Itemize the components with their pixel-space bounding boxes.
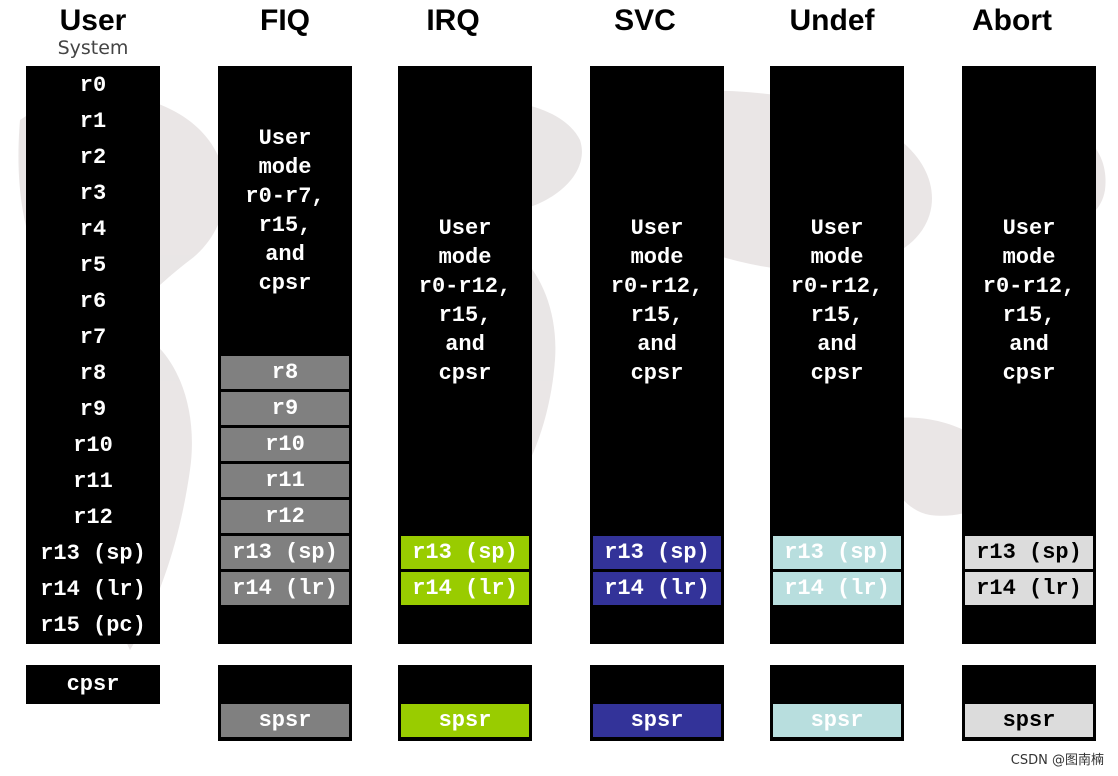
mode-title-user: User <box>59 4 127 37</box>
register-bank-abort: User mode r0-r12, r15, and cpsr r13 (sp)… <box>962 66 1096 644</box>
spsr-register-fiq: spsr <box>221 704 349 737</box>
banked-register-r9-fiq: r9 <box>221 392 349 425</box>
register-r3: r3 <box>79 181 107 206</box>
register-r11: r11 <box>73 469 113 494</box>
register-bank-undef: User mode r0-r12, r15, and cpsr r13 (sp)… <box>770 66 904 644</box>
spsr-register-svc: spsr <box>593 704 721 737</box>
banked-register-r13-sp-fiq: r13 (sp) <box>221 536 349 569</box>
spsr-box-irq: spsr <box>398 665 532 741</box>
banked-register-r13-sp-svc: r13 (sp) <box>593 536 721 569</box>
register-r7: r7 <box>79 325 107 350</box>
spsr-box-svc: spsr <box>590 665 724 741</box>
banked-register-r14-lr-undef: r14 (lr) <box>773 572 901 605</box>
register-bank-svc: User mode r0-r12, r15, and cpsr r13 (sp)… <box>590 66 724 644</box>
register-r4: r4 <box>79 217 107 242</box>
banked-register-r14-lr-fiq: r14 (lr) <box>221 572 349 605</box>
spsr-register-abort: spsr <box>965 704 1093 737</box>
banked-register-r12-fiq: r12 <box>221 500 349 533</box>
banked-register-r14-lr-abort: r14 (lr) <box>965 572 1093 605</box>
register-r10: r10 <box>73 433 113 458</box>
banked-register-r13-sp-undef: r13 (sp) <box>773 536 901 569</box>
spsr-box-fiq: spsr <box>218 665 352 741</box>
register-r1: r1 <box>79 109 107 134</box>
watermark: CSDN @图南楠 <box>1010 753 1104 768</box>
shared-registers-note-irq: User mode r0-r12, r15, and cpsr <box>418 216 512 386</box>
mode-title-abort: Abort <box>972 4 1052 37</box>
cpsr-box-user: cpsr <box>26 665 160 704</box>
banked-register-r10-fiq: r10 <box>221 428 349 461</box>
register-r5: r5 <box>79 253 107 278</box>
mode-title-svc: SVC <box>614 4 676 37</box>
mode-title-irq: IRQ <box>426 4 480 37</box>
banked-register-r11-fiq: r11 <box>221 464 349 497</box>
shared-registers-note-svc: User mode r0-r12, r15, and cpsr <box>610 216 704 386</box>
shared-registers-note-abort: User mode r0-r12, r15, and cpsr <box>982 216 1076 386</box>
spsr-box-abort: spsr <box>962 665 1096 741</box>
banked-register-r8-fiq: r8 <box>221 356 349 389</box>
shared-registers-note-fiq: User mode r0-r7, r15, and cpsr <box>245 126 325 296</box>
register-r8: r8 <box>79 361 107 386</box>
banked-register-r14-lr-svc: r14 (lr) <box>593 572 721 605</box>
register-bank-user: r0 r1 r2 r3 r4 r5 r6 r7 r8 r9 r10 r11 r1… <box>26 66 160 644</box>
register-r13-sp: r13 (sp) <box>40 541 146 566</box>
register-r15-pc: r15 (pc) <box>40 613 146 638</box>
banked-register-r13-sp-abort: r13 (sp) <box>965 536 1093 569</box>
mode-title-undef: Undef <box>789 4 875 37</box>
spsr-register-undef: spsr <box>773 704 901 737</box>
spsr-box-undef: spsr <box>770 665 904 741</box>
banked-register-r13-sp-irq: r13 (sp) <box>401 536 529 569</box>
shared-registers-note-undef: User mode r0-r12, r15, and cpsr <box>790 216 884 386</box>
register-r0: r0 <box>79 73 107 98</box>
register-bank-fiq: User mode r0-r7, r15, and cpsr r8 r9 r10… <box>218 66 352 644</box>
register-r2: r2 <box>79 145 107 170</box>
mode-title-fiq: FIQ <box>260 4 310 37</box>
spsr-register-irq: spsr <box>401 704 529 737</box>
register-r14-lr: r14 (lr) <box>40 577 146 602</box>
register-bank-irq: User mode r0-r12, r15, and cpsr r13 (sp)… <box>398 66 532 644</box>
cpsr-register: cpsr <box>66 672 120 697</box>
register-r6: r6 <box>79 289 107 314</box>
mode-subtitle-system: System <box>57 37 129 59</box>
register-r9: r9 <box>79 397 107 422</box>
banked-register-r14-lr-irq: r14 (lr) <box>401 572 529 605</box>
register-r12: r12 <box>73 505 113 530</box>
